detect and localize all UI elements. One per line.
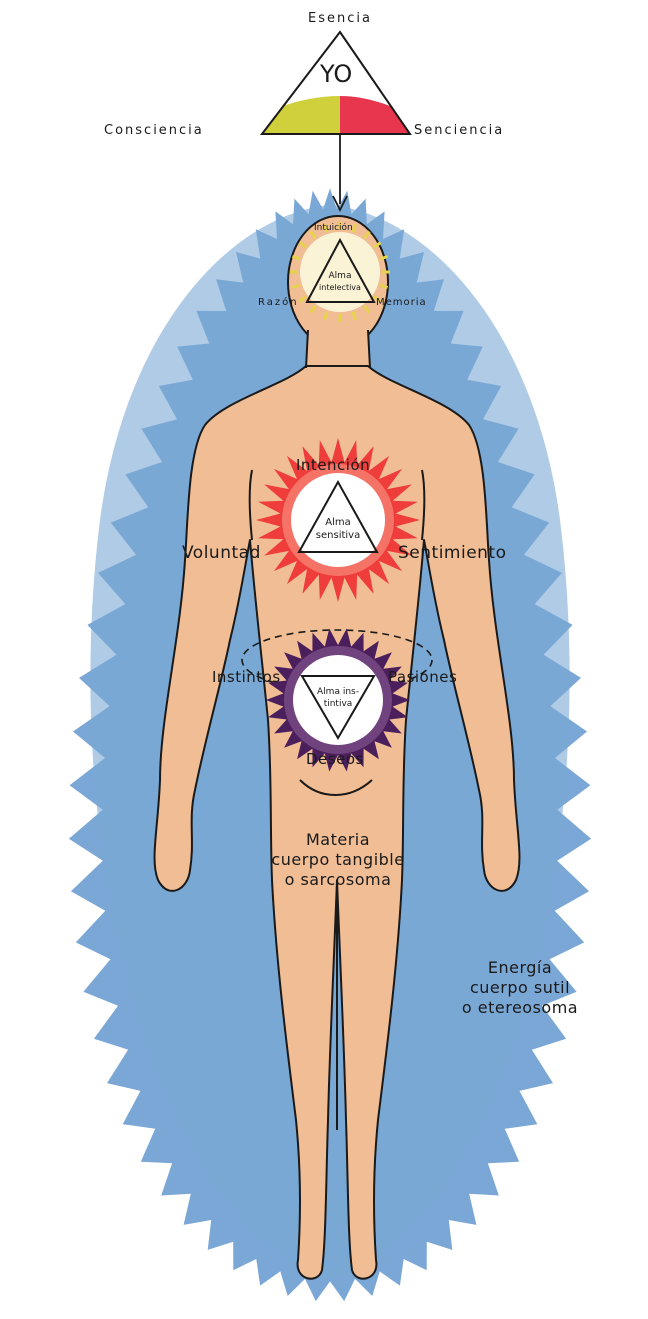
label-intuicion: Intuición <box>314 224 353 233</box>
label-belly-alma: Alma ins- <box>310 688 366 697</box>
label-memoria: Memoria <box>376 298 427 308</box>
label-belly-tintiva: tintiva <box>310 700 366 709</box>
label-senciencia: Senciencia <box>414 124 504 137</box>
label-intencion: Intención <box>296 458 370 473</box>
materia-line-2: cuerpo tangible <box>248 850 428 870</box>
materia-line-3: o sarcosoma <box>248 870 428 890</box>
label-voluntad: Voluntad <box>182 545 261 562</box>
yo-triangle-yellow <box>262 96 340 134</box>
yo-triangle-red <box>340 96 410 134</box>
label-energia: Energía cuerpo sutil o etereosoma <box>432 958 608 1018</box>
label-pasiones: Pasiones <box>388 670 457 685</box>
label-chest-alma: Alma <box>318 518 358 528</box>
label-head-intelectiva: intelectiva <box>314 284 366 292</box>
energia-line-2: cuerpo sutil <box>432 978 608 998</box>
label-sentimiento: Sentimiento <box>398 545 507 562</box>
energia-line-1: Energía <box>432 958 608 978</box>
label-esencia: Esencia <box>308 12 372 25</box>
label-chest-sensitiva: sensitiva <box>308 531 368 541</box>
energia-line-3: o etereosoma <box>432 998 608 1018</box>
materia-line-1: Materia <box>248 830 428 850</box>
label-razon: Razón <box>258 298 299 308</box>
label-consciencia: Consciencia <box>104 124 204 137</box>
label-instintos: Instintos <box>212 670 281 685</box>
label-yo: YO <box>320 62 352 86</box>
label-materia: Materia cuerpo tangible o sarcosoma <box>248 830 428 890</box>
label-deseos: Deseos <box>306 752 364 767</box>
label-head-alma: Alma <box>324 272 356 281</box>
